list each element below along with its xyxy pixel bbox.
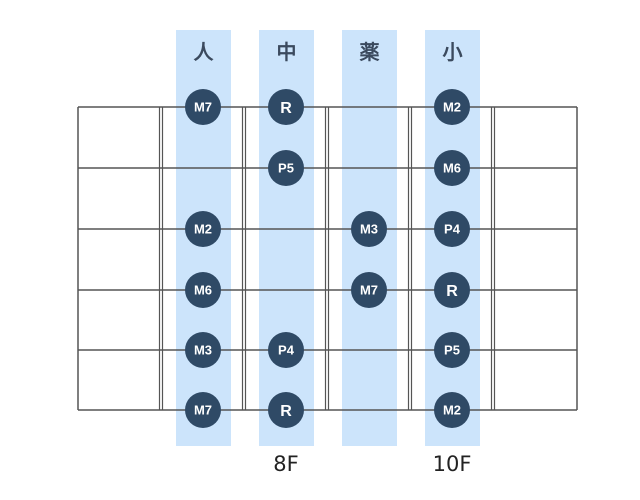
note-dot — [268, 392, 304, 428]
note-dot — [185, 89, 221, 125]
note-label: M2 — [194, 222, 212, 237]
note-dot — [434, 332, 470, 368]
note-label: M7 — [194, 403, 212, 418]
fret-label-8: 8F — [273, 452, 299, 476]
note-label: P5 — [278, 161, 294, 176]
note-dot — [434, 89, 470, 125]
note-dot — [434, 150, 470, 186]
note-dot — [185, 332, 221, 368]
note-dot — [268, 332, 304, 368]
note-label: M2 — [443, 403, 461, 418]
note-label: P4 — [444, 222, 461, 237]
finger-label-index: 人 — [193, 40, 214, 64]
note-label: M6 — [194, 283, 212, 298]
note-dot — [185, 211, 221, 247]
note-label: M6 — [443, 161, 461, 176]
fret-label-10: 10F — [432, 452, 472, 476]
note-dot — [434, 392, 470, 428]
note-label: R — [280, 100, 292, 117]
note-dot — [351, 211, 387, 247]
finger-label-ring: 薬 — [359, 40, 380, 64]
note-label: M7 — [194, 100, 212, 115]
note-label: M7 — [360, 283, 378, 298]
note-label: M3 — [360, 222, 378, 237]
note-dot — [434, 211, 470, 247]
note-label: R — [280, 403, 292, 420]
finger-label-middle: 中 — [276, 40, 297, 64]
note-dot — [268, 150, 304, 186]
note-label: M2 — [443, 100, 461, 115]
note-dot — [434, 272, 470, 308]
note-dot — [185, 272, 221, 308]
note-label: R — [446, 283, 458, 300]
note-label: P5 — [444, 343, 460, 358]
finger-label-pinky: 小 — [442, 40, 463, 64]
note-dot — [185, 392, 221, 428]
note-dot — [268, 89, 304, 125]
note-label: M3 — [194, 343, 212, 358]
note-label: P4 — [278, 343, 295, 358]
note-dot — [351, 272, 387, 308]
